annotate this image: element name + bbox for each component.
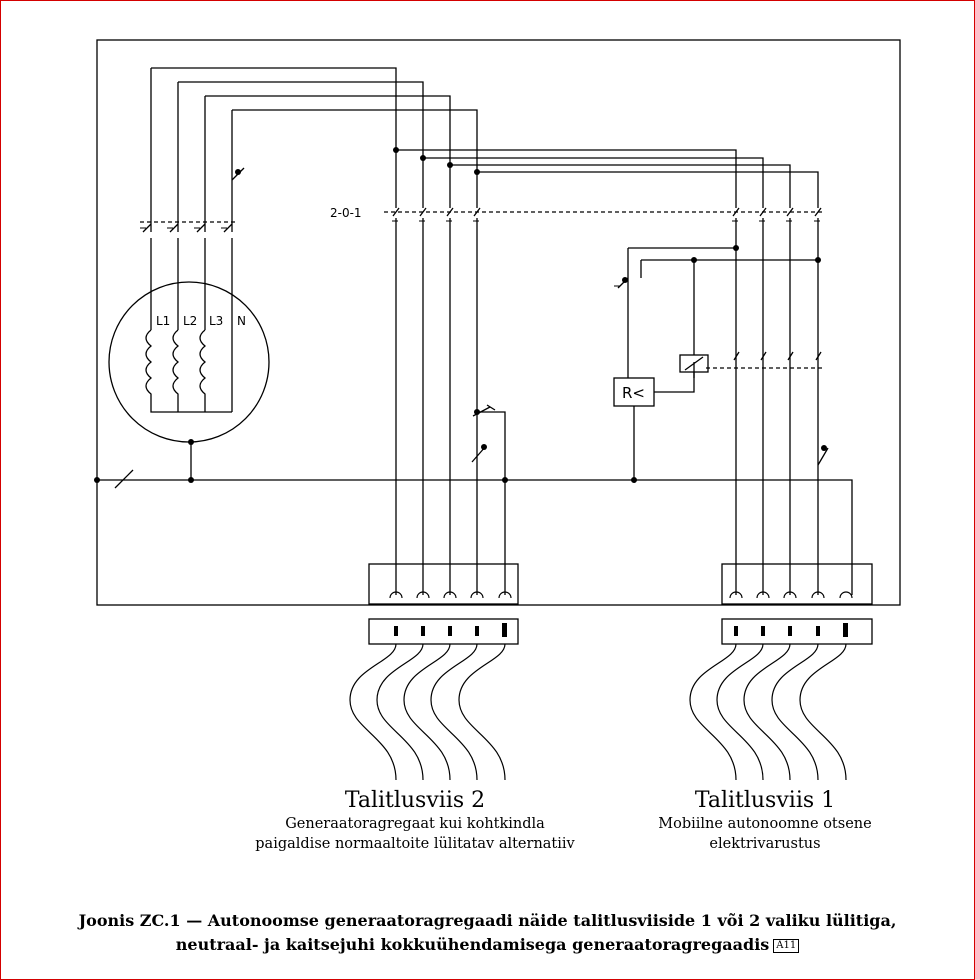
phase-label-l1: L1 [156, 314, 170, 328]
mode2-caption: Talitlusviis 2 Generaatoragregaat kui ko… [230, 788, 600, 854]
earth-bus [97, 479, 853, 595]
bus-l3 [205, 95, 451, 208]
bus-n [232, 109, 478, 208]
plug-mode2 [368, 618, 519, 645]
bus-l2 [178, 81, 424, 208]
phase-label-l2: L2 [183, 314, 197, 328]
figure-caption-line2: neutraal- ja kaitsejuhi kokkuühendamiseg… [40, 933, 935, 957]
cable-mode1 [689, 643, 847, 781]
socket-mode2 [368, 563, 519, 605]
bus-l1 [151, 67, 397, 208]
changeover-switch-mode1 [732, 207, 822, 217]
mode2-desc-line2: paigaldise normaaltoite lülitatav altern… [255, 836, 575, 852]
figure-caption-line2-text: neutraal- ja kaitsejuhi kokkuühendamiseg… [175, 935, 770, 954]
phase-label-l3: L3 [209, 314, 223, 328]
mode2-desc-line1: Generaatoragregaat kui kohtkindla [285, 816, 545, 832]
relay-label: R< [622, 384, 645, 402]
mode1-desc-line2: elektrivarustus [709, 836, 821, 852]
switch-position-label: 2-0-1 [330, 206, 362, 220]
cable-mode2 [349, 643, 506, 781]
phase-label-n: N [237, 314, 246, 328]
plug-mode1 [721, 618, 873, 645]
socket-mode1 [721, 563, 873, 605]
enclosure-box [96, 39, 901, 606]
generator-symbol [108, 281, 270, 443]
mode1-desc-line1: Mobiilne autonoomne otsene [658, 816, 872, 832]
amendment-badge: A11 [773, 939, 800, 953]
figure-caption-line1: Joonis ZC.1 — Autonoomse generaatoragreg… [78, 911, 897, 930]
mode2-title: Talitlusviis 2 [344, 788, 486, 813]
mode1-title: Talitlusviis 1 [694, 788, 836, 813]
generator-breaker [142, 223, 233, 233]
mode1-caption: Talitlusviis 1 Mobiilne autonoomne otsen… [620, 788, 910, 854]
figure-caption: Joonis ZC.1 — Autonoomse generaatoragreg… [40, 909, 935, 957]
